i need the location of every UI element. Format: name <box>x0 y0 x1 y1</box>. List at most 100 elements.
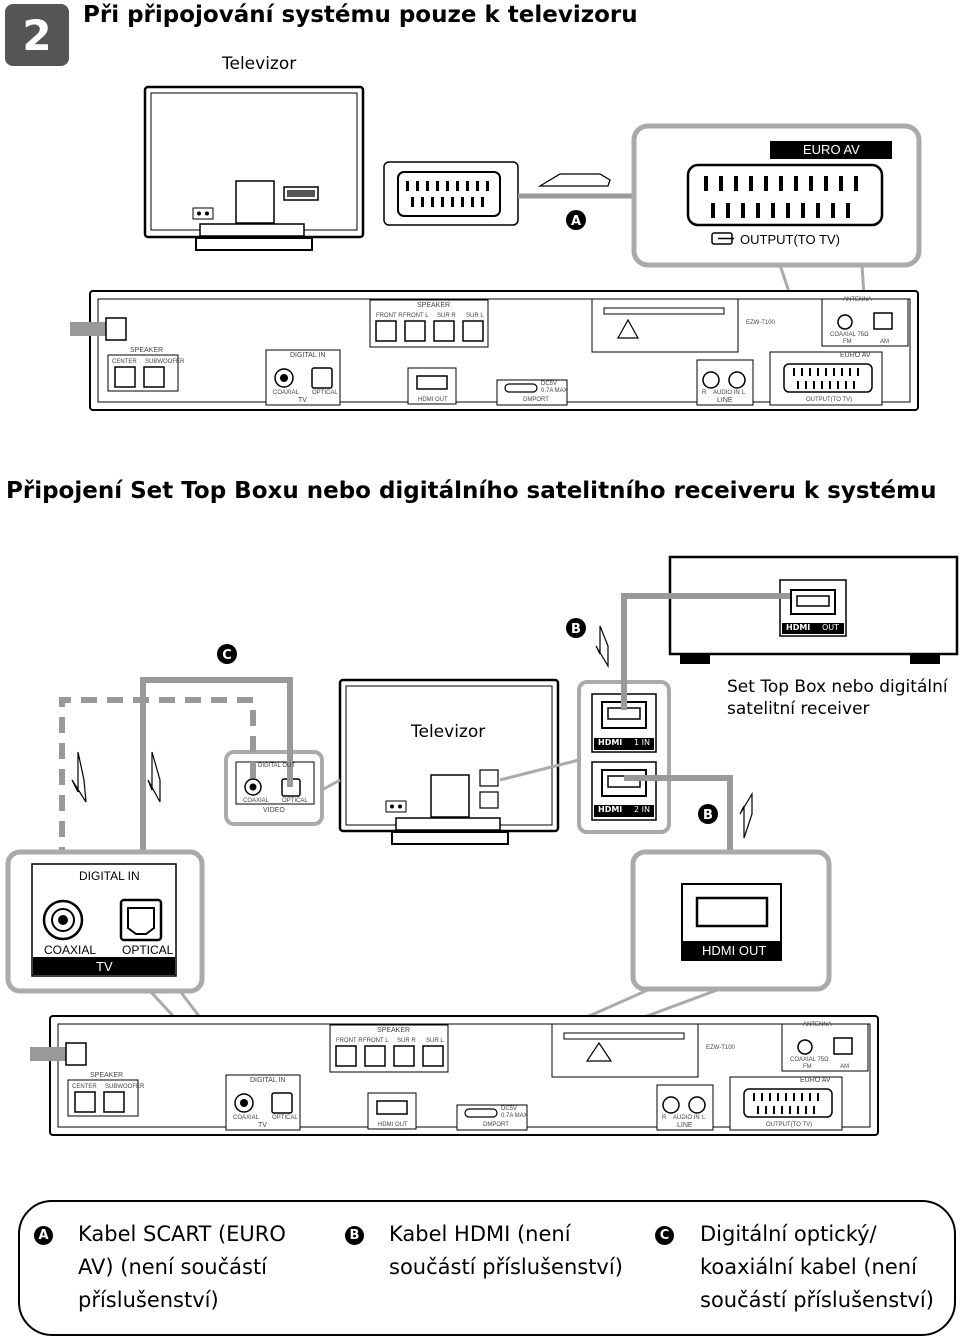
rp1-output-tv: OUTPUT(TO TV) <box>806 397 853 403</box>
rp2-dc: DC5V <box>501 1106 518 1112</box>
rp2-output-tv: OUTPUT(TO TV) <box>766 1122 813 1128</box>
tv-digital-out-label: DIGITAL OUT <box>258 763 296 769</box>
rp2-center: CENTER <box>72 1084 97 1090</box>
legend-b-line1: Kabel HDMI (není <box>389 1222 571 1246</box>
rp1-r: R <box>702 390 707 396</box>
zoom-euro-av-label: EURO AV <box>803 142 860 157</box>
stb-label-2: satelitní receiver <box>727 699 870 719</box>
stb-hdmi-logo: HDMI <box>786 623 811 632</box>
rp1-antenna: ANTENNA <box>843 297 872 303</box>
rp1-audio-in: AUDIO IN <box>713 390 740 396</box>
rp1-sur-l: SUR L <box>466 313 484 319</box>
legend-c-line2: koaxiální kabel (není <box>700 1255 917 1279</box>
rp2-am: AM <box>840 1064 849 1070</box>
rp2-tv: TV <box>258 1122 267 1129</box>
rp2-antenna: ANTENNA <box>803 1022 832 1028</box>
insert-arrow-a <box>537 173 611 187</box>
rp1-dc2: 0.7A MAX <box>541 388 568 394</box>
zoom-digital-in-label: DIGITAL IN <box>79 869 140 883</box>
rp1-tv: TV <box>298 397 307 404</box>
hdmi-out-zoom <box>630 849 832 992</box>
badge-b-top-text: B <box>571 622 581 637</box>
legend-c-line3: součástí příslušenství) <box>700 1288 934 1312</box>
rp2-digital-in: DIGITAL IN <box>250 1077 286 1084</box>
rp1-am: AM <box>880 339 889 345</box>
rp2-front-r: FRONT R <box>336 1038 363 1044</box>
rp2-audio-in: AUDIO IN <box>673 1115 700 1121</box>
tv-hdmi1-logo: HDMI <box>598 738 623 747</box>
rp1-sur-r: SUR R <box>437 313 456 319</box>
rp1-model: EZW-T100 <box>746 320 775 326</box>
tv-hdmi2-label: 2 IN <box>634 805 650 814</box>
cable-c-optical <box>140 677 293 904</box>
rear-panel-top <box>70 290 919 411</box>
stb-hdmi-out-label: OUT <box>822 623 840 632</box>
rp2-l: L <box>702 1115 706 1121</box>
legend-item-c: Digitální optický/ koaxiální kabel (není… <box>700 1218 934 1317</box>
tv-hdmi2-logo: HDMI <box>598 805 623 814</box>
rp2-sur-l: SUR L <box>426 1038 444 1044</box>
rp2-optical: OPTICAL <box>272 1115 298 1121</box>
insert-arrows <box>71 625 753 839</box>
cable-b-stb <box>621 593 790 710</box>
zoom-optical-label: OPTICAL <box>122 943 174 957</box>
legend-item-a: Kabel SCART (EURO AV) (není součástí pří… <box>78 1218 286 1317</box>
badge-a-text: A <box>571 214 581 229</box>
rp1-coaxial75: COAXIAL 75Ω <box>830 332 869 338</box>
rp1-digital-in: DIGITAL IN <box>290 352 326 359</box>
rp2-speaker-2: SPEAKER <box>90 1072 124 1079</box>
rp2-line: LINE <box>677 1122 693 1129</box>
zoom-output-label: OUTPUT(TO TV) <box>740 232 840 247</box>
rp1-line: LINE <box>717 397 733 404</box>
tv-back-top <box>143 85 365 251</box>
rp2-fm: FM <box>803 1064 812 1070</box>
rp2-model: EZW-T100 <box>706 1045 735 1051</box>
legend-c-line1: Digitální optický/ <box>700 1222 877 1246</box>
section-title-stb: Připojení Set Top Boxu nebo digitálního … <box>6 478 937 504</box>
rp1-optical: OPTICAL <box>312 390 338 396</box>
rp1-front-r: FRONT R <box>376 313 403 319</box>
stb-label-1: Set Top Box nebo digitální <box>727 677 948 697</box>
scart-connector-tv <box>383 161 519 226</box>
badge-a-circle <box>566 210 586 230</box>
zoom-hdmi-out-label: HDMI OUT <box>702 943 767 958</box>
rp1-l: L <box>742 390 746 396</box>
rear-panel-bottom <box>30 1015 879 1136</box>
rp2-coaxial75: COAXIAL 75Ω <box>790 1057 829 1063</box>
badge-c-text: C <box>222 648 232 663</box>
legend-box <box>18 1200 956 1336</box>
tv-hdmi1-label: 1 IN <box>634 738 650 747</box>
rp2-sur-r: SUR R <box>397 1038 416 1044</box>
tv-video-label: VIDEO <box>263 807 285 814</box>
tv-optical-label: OPTICAL <box>282 798 308 804</box>
legend-a-line2: AV) (není součástí <box>78 1255 268 1279</box>
rp1-speaker: SPEAKER <box>417 302 451 309</box>
scart-zoom-callout <box>631 123 922 268</box>
legend-badge-b: B <box>345 1226 364 1245</box>
rp2-front-l: FRONT L <box>363 1038 389 1044</box>
rp1-dmport: DMPORT <box>523 397 549 403</box>
legend-a-line3: příslušenství) <box>78 1288 219 1312</box>
zoom-coaxial-label: COAXIAL <box>44 943 97 957</box>
tv-coaxial-label: COAXIAL <box>243 798 270 804</box>
legend-item-b: Kabel HDMI (není součástí příslušenství) <box>389 1218 623 1284</box>
badge-c <box>217 644 237 664</box>
rp2-dc2: 0.7A MAX <box>501 1113 528 1119</box>
rp2-hdmi-out: HDMI OUT <box>378 1122 408 1128</box>
set-top-box <box>668 555 959 664</box>
badge-b-bottom-text: B <box>703 808 713 823</box>
digital-in-zoom <box>5 849 205 994</box>
tv-label-bottom: Televizor <box>411 722 486 742</box>
rp2-speaker: SPEAKER <box>377 1027 411 1034</box>
rp2-subwoofer: SUBWOOFER <box>105 1084 145 1090</box>
rp1-euro-av: EURO AV <box>840 352 871 359</box>
rp1-hdmi-out: HDMI OUT <box>418 397 448 403</box>
section-title-tv-only: Při připojování systému pouze k televizo… <box>83 2 638 28</box>
legend-a-line1: Kabel SCART (EURO <box>78 1222 286 1246</box>
rp2-r: R <box>662 1115 667 1121</box>
tv-back-bottom <box>338 678 560 845</box>
rp2-coaxial: COAXIAL <box>233 1115 260 1121</box>
rp2-euro-av: EURO AV <box>800 1077 831 1084</box>
legend-b-line2: součástí příslušenství) <box>389 1255 623 1279</box>
